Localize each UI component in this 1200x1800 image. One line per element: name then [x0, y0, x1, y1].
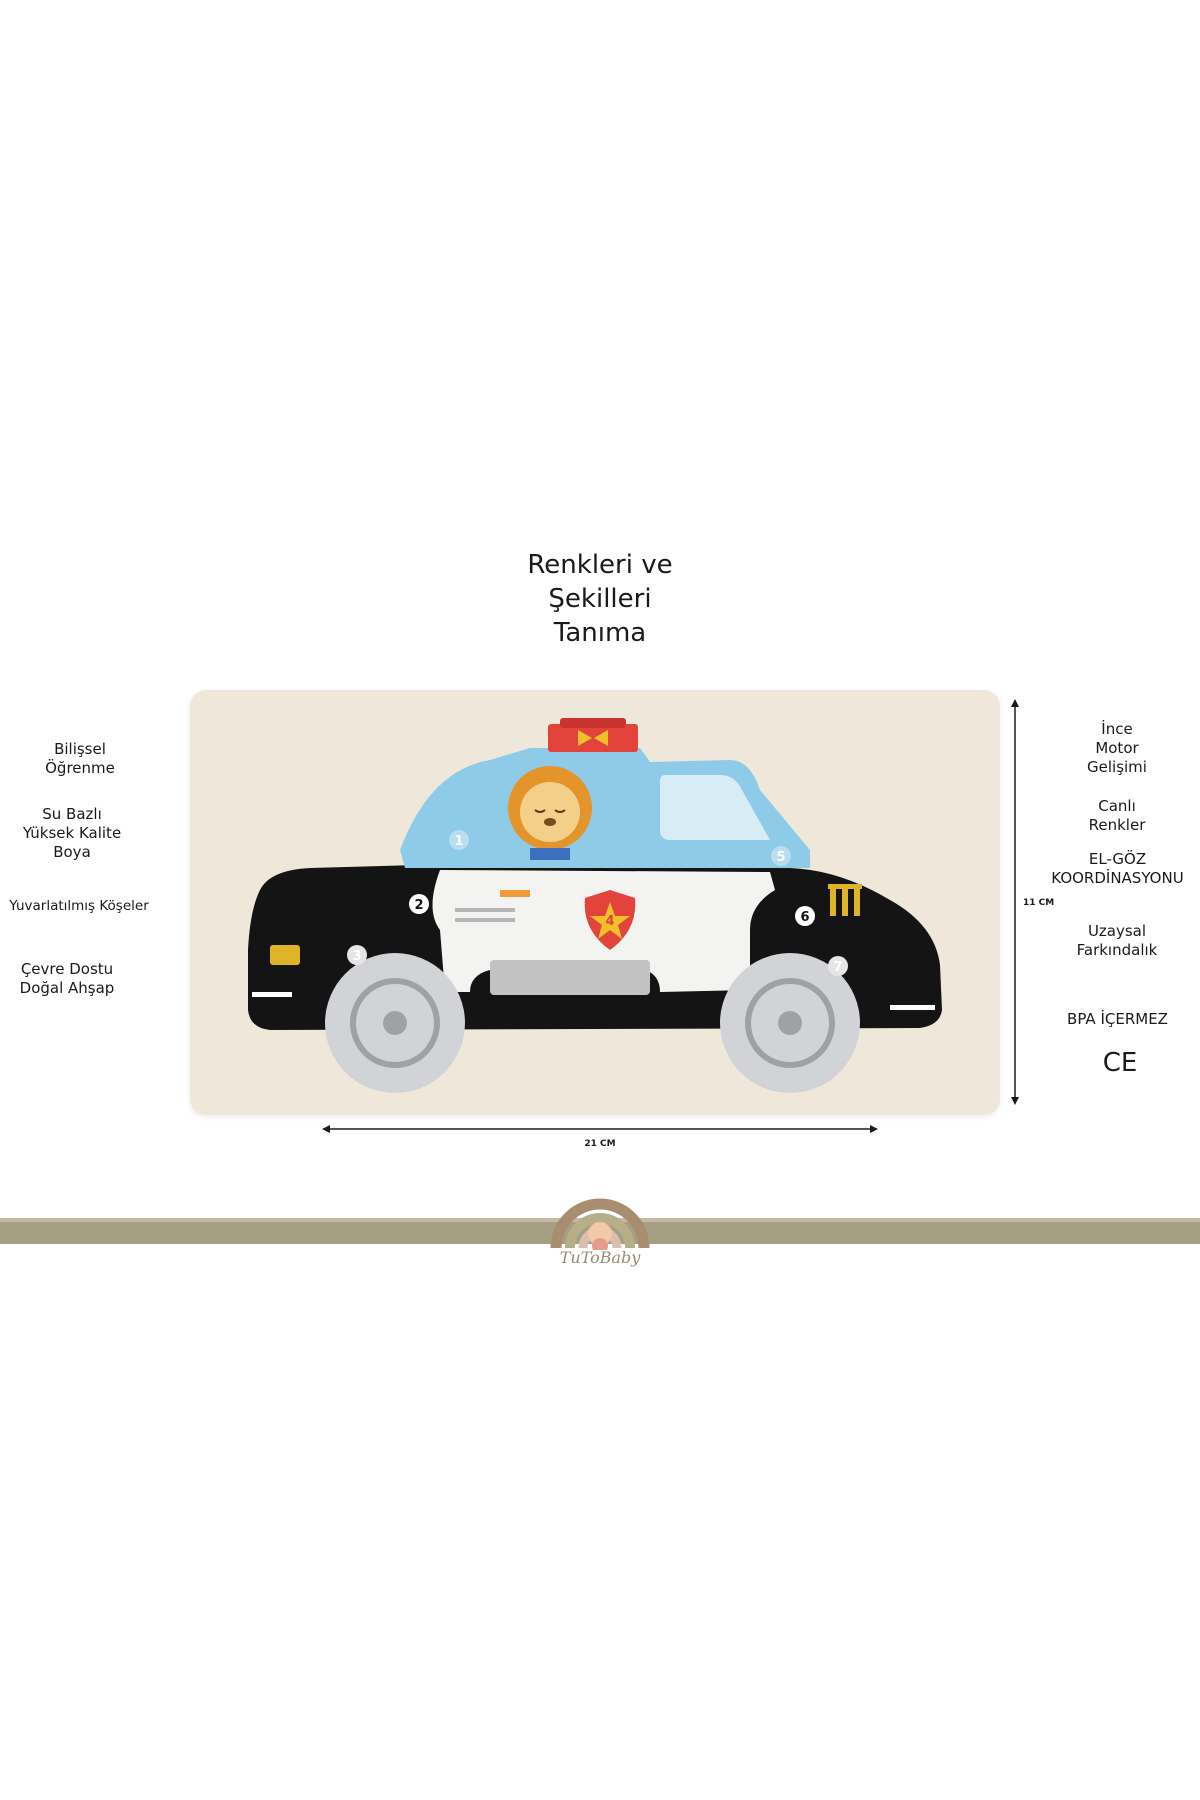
- piece-number-7: 7: [833, 960, 842, 975]
- rainbow-logo-icon: [550, 1198, 650, 1250]
- feature-hand-eye: EL-GÖZ KOORDİNASYONU: [1051, 850, 1184, 887]
- height-arrow: [1011, 699, 1019, 1105]
- height-label: 11 CM: [1023, 898, 1055, 908]
- ce-mark: CE: [1102, 1048, 1138, 1078]
- siren: [548, 724, 638, 752]
- feature-bpa-free: BPA İÇERMEZ: [1067, 1010, 1168, 1028]
- car-window: [660, 775, 770, 840]
- width-label: 21 CM: [584, 1139, 616, 1149]
- headline: Renkleri ve Şekilleri Tanıma: [527, 550, 673, 648]
- piece-number-6: 6: [800, 910, 809, 925]
- brand-name: TuToBaby: [559, 1248, 641, 1267]
- feature-water-based-paint: Su Bazlı Yüksek Kalite Boya: [22, 805, 122, 861]
- feature-spatial-awareness: Uzaysal Farkındalık: [1076, 922, 1158, 959]
- piece-number-5: 5: [776, 850, 785, 865]
- police-car-puzzle: 1 2 3 4 5 6 7: [248, 718, 942, 1093]
- piece-number-4: 4: [605, 914, 614, 929]
- feature-natural-wood: Çevre Dostu Doğal Ahşap: [19, 960, 115, 997]
- piece-number-2: 2: [414, 898, 423, 913]
- feature-fine-motor: İnce Motor Gelişimi: [1087, 720, 1147, 776]
- feature-rounded-corners: Yuvarlatılmış Köşeler: [9, 898, 149, 914]
- piece-number-1: 1: [454, 834, 463, 849]
- piece-number-3: 3: [352, 949, 361, 964]
- feature-vivid-colors: Canlı Renkler: [1088, 797, 1146, 834]
- feature-cognitive-learning: Bilişsel Öğrenme: [45, 740, 115, 777]
- width-arrow: [322, 1125, 878, 1133]
